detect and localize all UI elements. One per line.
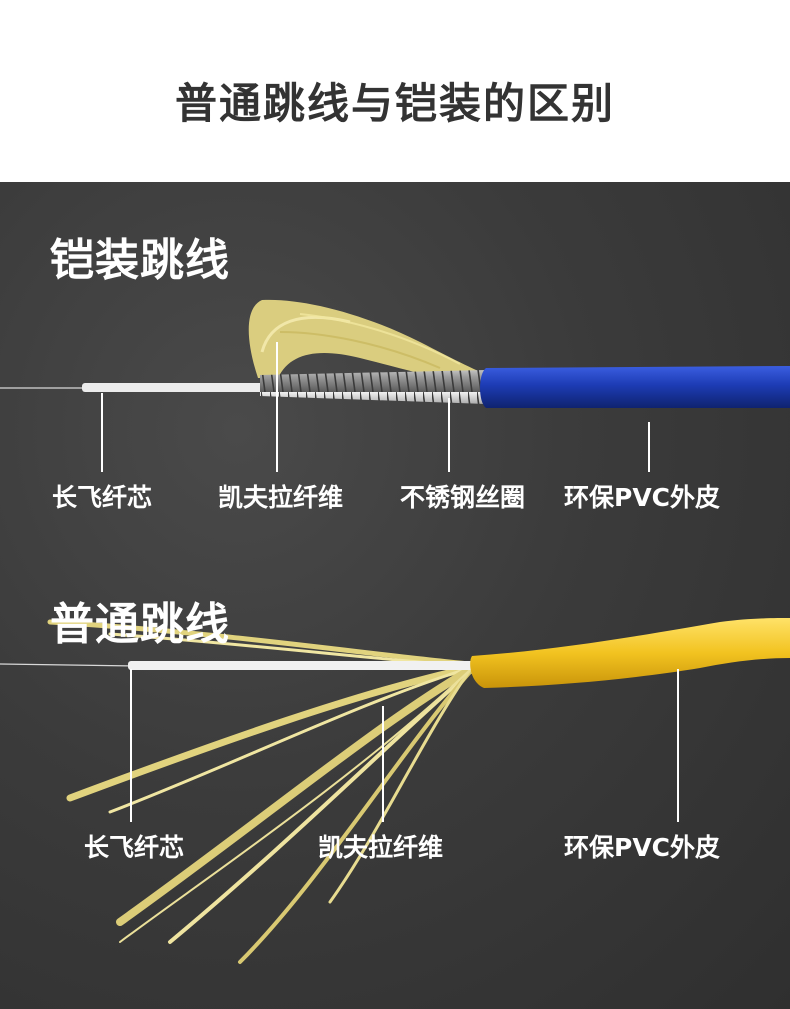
label-armored-fiber-core: 长飞纤芯 (52, 483, 153, 512)
armored-kevlar-tuft (248, 299, 496, 388)
label-normal-pvc-jacket: 环保PVC外皮 (564, 833, 721, 862)
armored-steel-coil (260, 370, 486, 404)
label-armored-kevlar: 凯夫拉纤维 (218, 483, 344, 512)
cable-comparison-photo: 铠装跳线 普通跳线 长飞纤芯 凯夫拉纤维 不锈钢丝圈 环保PVC外皮 长飞纤芯 … (0, 182, 790, 1009)
label-normal-kevlar: 凯夫拉纤维 (318, 833, 444, 862)
armored-buffer (82, 383, 266, 392)
normal-bare-fiber (0, 663, 136, 667)
normal-heading: 普通跳线 (50, 599, 230, 650)
normal-buffer (128, 661, 474, 670)
page-title: 普通跳线与铠装的区别 (174, 79, 615, 128)
armored-pvc-jacket (480, 366, 790, 408)
normal-cable (0, 618, 790, 964)
title-area: 普通跳线与铠装的区别 (0, 0, 790, 182)
normal-pvc-jacket (470, 618, 790, 688)
label-armored-steel-coil: 不锈钢丝圈 (400, 483, 526, 512)
armored-cable (0, 299, 790, 472)
cable-illustration (0, 299, 790, 964)
armored-heading: 铠装跳线 (50, 235, 230, 286)
label-normal-fiber-core: 长飞纤芯 (84, 833, 185, 862)
label-armored-pvc-jacket: 环保PVC外皮 (564, 483, 721, 512)
normal-kevlar-strands (47, 619, 474, 964)
